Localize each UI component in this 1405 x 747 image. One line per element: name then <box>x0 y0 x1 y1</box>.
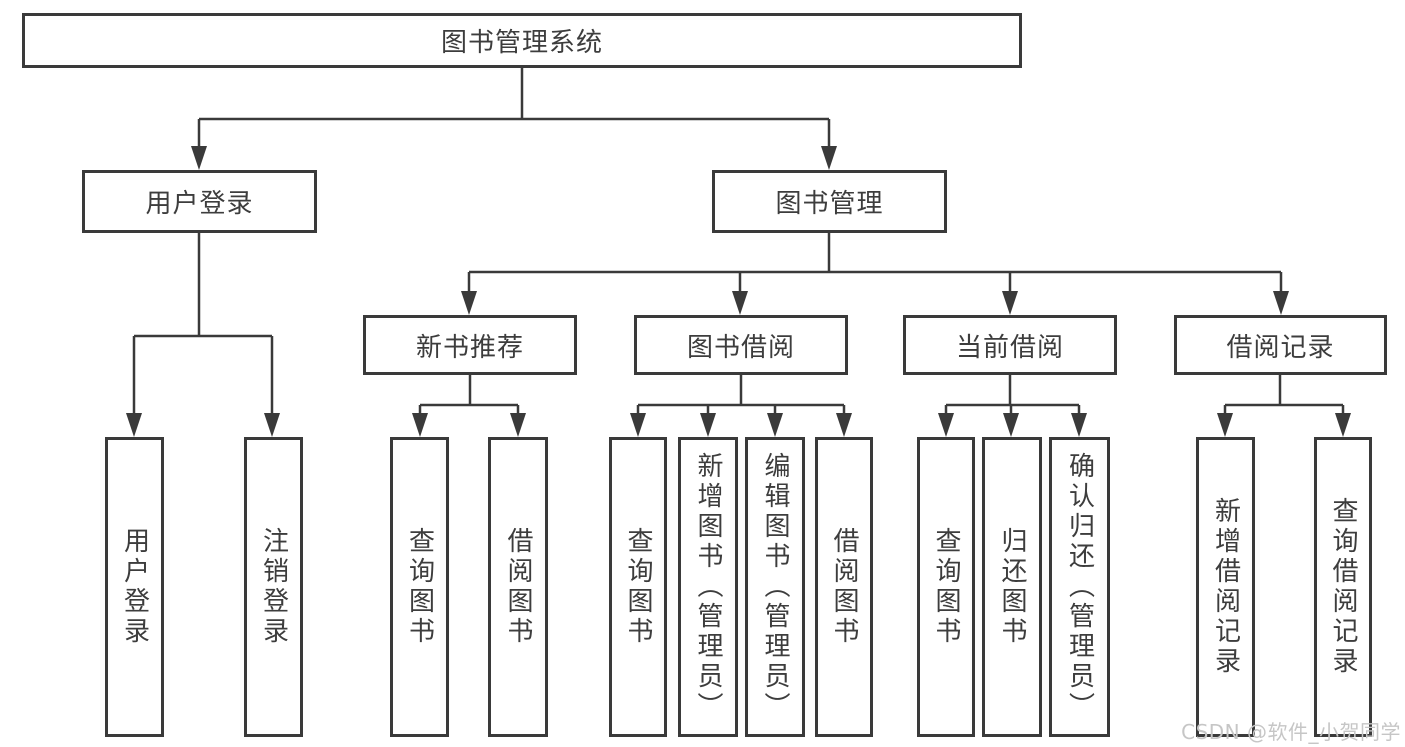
leaf-query-books-current-label: 查询图书 <box>931 527 961 647</box>
leaf-edit-book-admin: 编辑图书（管理员） <box>745 437 805 737</box>
node-root-label: 图书管理系统 <box>440 28 603 58</box>
node-new-book-recommend-label: 新书推荐 <box>415 332 524 363</box>
node-book-borrow-label: 图书借阅 <box>686 332 795 363</box>
leaf-add-borrow-record: 新增借阅记录 <box>1196 437 1255 737</box>
leaf-query-borrow-record: 查询借阅记录 <box>1314 437 1372 737</box>
leaf-return-book-label: 归还图书 <box>997 527 1027 647</box>
node-user-login: 用户登录 <box>82 170 317 233</box>
leaf-logout-label: 注销登录 <box>258 527 289 647</box>
leaf-confirm-return-admin: 确认归还（管理员） <box>1049 437 1110 737</box>
leaf-return-book: 归还图书 <box>982 437 1042 737</box>
leaf-user-login-label: 用户登录 <box>119 527 150 647</box>
leaf-add-book-admin-label: 新增图书（管理员） <box>693 452 723 722</box>
leaf-confirm-return-admin-label: 确认归还（管理员） <box>1064 452 1095 722</box>
node-current-borrow: 当前借阅 <box>903 315 1117 375</box>
node-root: 图书管理系统 <box>22 13 1022 68</box>
leaf-logout: 注销登录 <box>244 437 303 737</box>
watermark: CSDN @软件_小贺同学 <box>1181 720 1401 744</box>
node-book-borrow: 图书借阅 <box>634 315 848 375</box>
leaf-borrow-books-recommend-label: 借阅图书 <box>503 527 533 647</box>
leaf-query-borrow-record-label: 查询借阅记录 <box>1328 497 1358 677</box>
leaf-edit-book-admin-label: 编辑图书（管理员） <box>760 452 790 722</box>
leaf-query-books-recommend-label: 查询图书 <box>404 527 435 647</box>
node-borrow-records-label: 借阅记录 <box>1226 332 1335 363</box>
leaf-add-book-admin: 新增图书（管理员） <box>678 437 738 737</box>
leaf-borrow-books-borrow-label: 借阅图书 <box>829 527 859 647</box>
leaf-borrow-books-recommend: 借阅图书 <box>488 437 548 737</box>
node-user-login-label: 用户登录 <box>145 189 254 219</box>
leaf-user-login: 用户登录 <box>105 437 164 737</box>
node-current-borrow-label: 当前借阅 <box>955 332 1064 363</box>
node-book-management: 图书管理 <box>712 170 947 233</box>
node-book-management-label: 图书管理 <box>775 189 884 219</box>
node-borrow-records: 借阅记录 <box>1174 315 1387 375</box>
leaf-query-books-current: 查询图书 <box>917 437 975 737</box>
leaf-query-books-borrow: 查询图书 <box>609 437 667 737</box>
leaf-query-books-borrow-label: 查询图书 <box>623 527 653 647</box>
leaf-borrow-books-borrow: 借阅图书 <box>815 437 873 737</box>
leaf-query-books-recommend: 查询图书 <box>390 437 449 737</box>
leaf-add-borrow-record-label: 新增借阅记录 <box>1210 497 1241 677</box>
node-new-book-recommend: 新书推荐 <box>363 315 577 375</box>
